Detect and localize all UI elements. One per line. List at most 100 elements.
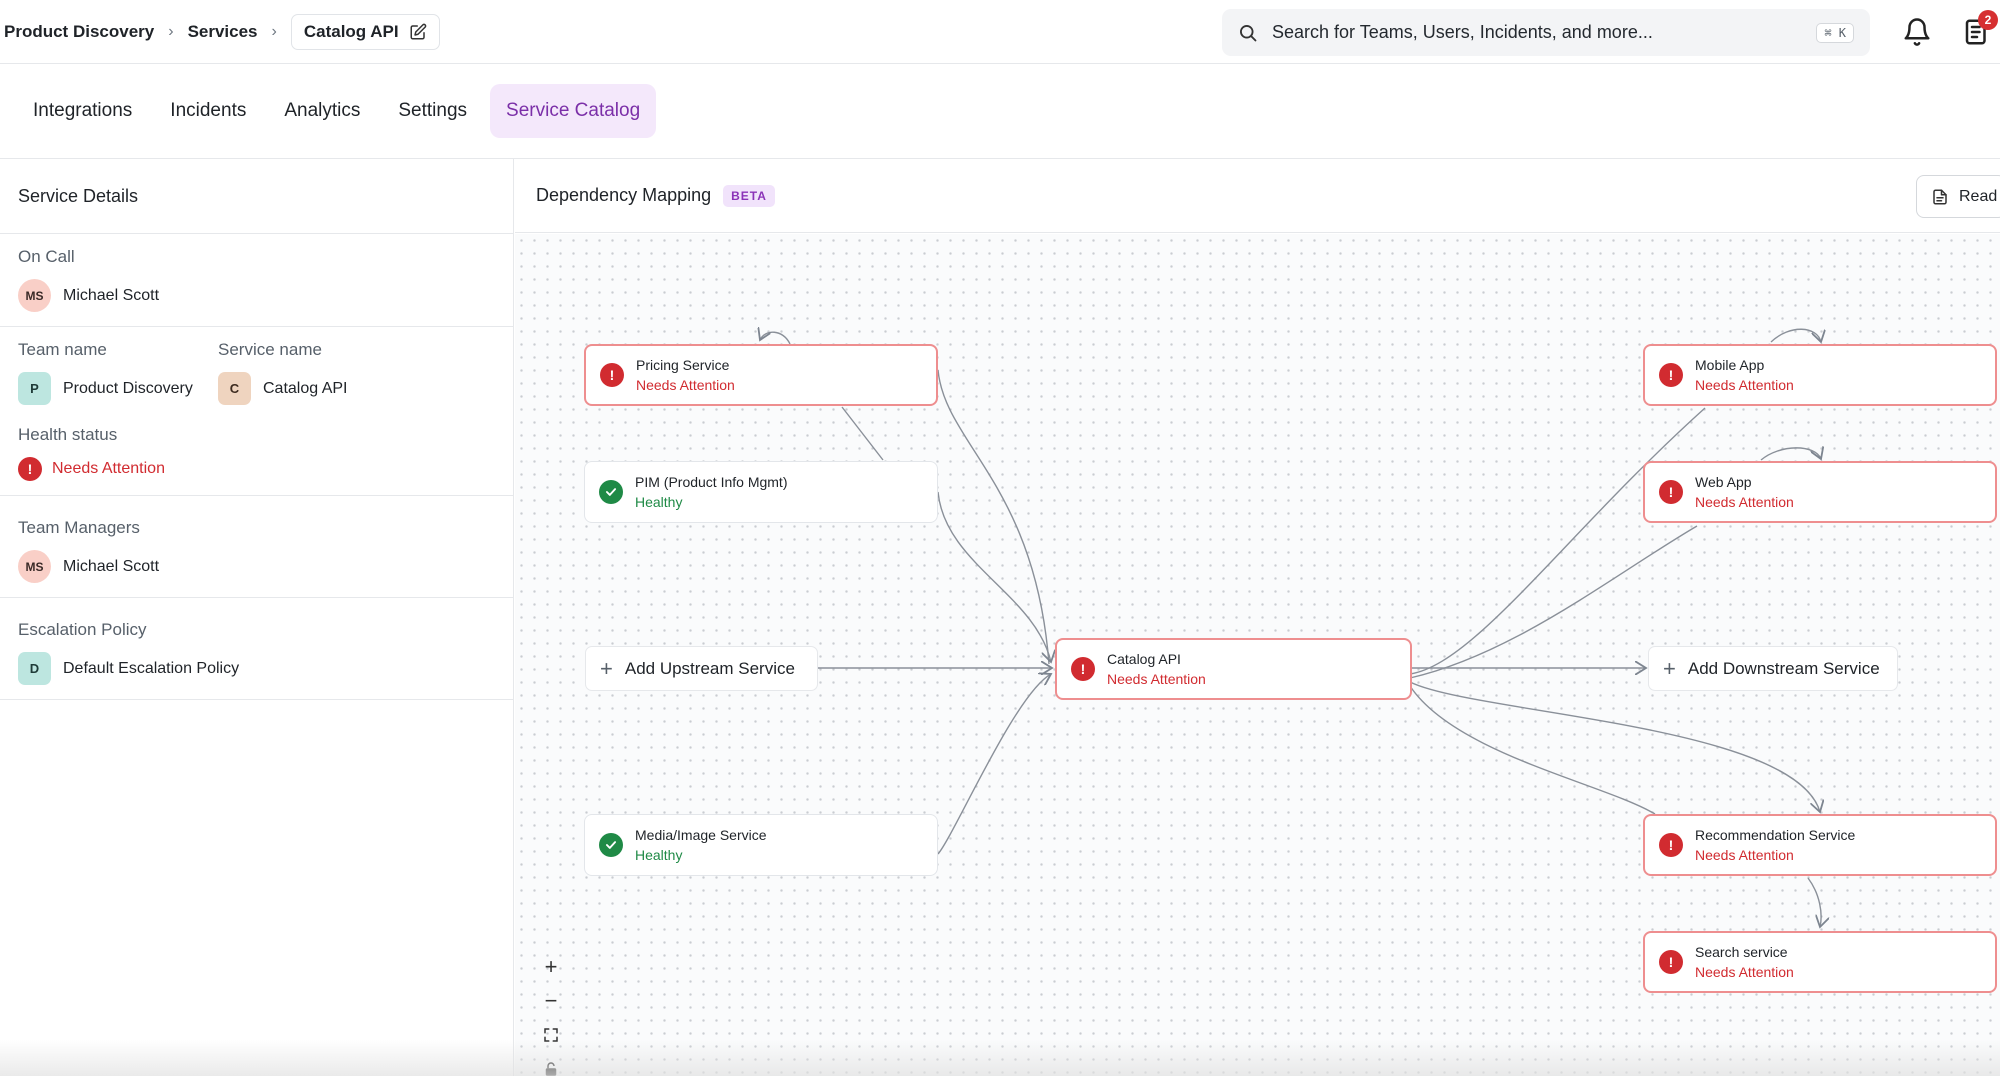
node-pim-service[interactable]: PIM (Product Info Mgmt) Healthy (584, 461, 938, 523)
plus-icon: + (1663, 655, 1676, 681)
breadcrumb-current[interactable]: Catalog API (290, 14, 440, 50)
team-name-label: Team name (18, 340, 107, 359)
lock-button[interactable] (535, 1054, 567, 1076)
node-pricing-service[interactable]: ! Pricing Service Needs Attention (584, 344, 938, 406)
edge-web-loop (1760, 448, 1821, 460)
health-status-label: Health status (18, 425, 118, 444)
edge-recommendation-search (1807, 877, 1821, 927)
alert-icon: ! (1659, 363, 1683, 387)
panel-title: Service Details (0, 159, 513, 234)
alert-icon: ! (1659, 950, 1683, 974)
node-web-app[interactable]: ! Web App Needs Attention (1643, 461, 1997, 523)
manager-name[interactable]: Michael Scott (63, 557, 160, 575)
add-upstream-label: Add Upstream Service (624, 658, 795, 678)
node-status: Needs Attention (1107, 671, 1206, 687)
edge-pim-catalog (937, 491, 1051, 662)
tab-integrations[interactable]: Integrations (33, 100, 133, 121)
zoom-in-button[interactable]: + (544, 954, 558, 979)
lock-icon (545, 1062, 557, 1076)
search-input[interactable] (1272, 22, 1817, 43)
node-search-service[interactable]: ! Search service Needs Attention (1643, 931, 1997, 993)
add-downstream-service-button[interactable]: + Add Downstream Service (1648, 646, 1898, 691)
node-title: PIM (Product Info Mgmt) (635, 474, 788, 490)
breadcrumb-item-services[interactable]: Services (187, 22, 258, 41)
read-button[interactable]: Read (1916, 175, 2000, 218)
edge-catalog-mobile (1409, 407, 1706, 675)
service-name-label: Service name (218, 340, 322, 359)
read-button-label: Read (1959, 187, 1998, 205)
breadcrumb: Product Discovery › Services › Catalog A… (4, 0, 440, 64)
service-name: Catalog API (263, 379, 348, 397)
node-title: Mobile App (1695, 357, 1765, 373)
fit-view-icon (544, 1028, 558, 1042)
search-bar[interactable]: ⌘ K (1222, 9, 1870, 56)
edge-media-catalog (937, 674, 1051, 855)
escalation-policy-name[interactable]: Default Escalation Policy (63, 659, 240, 677)
document-icon (1933, 189, 1947, 204)
add-upstream-service-button[interactable]: + Add Upstream Service (585, 646, 818, 691)
node-status: Needs Attention (1695, 494, 1794, 510)
node-catalog-api[interactable]: ! Catalog API Needs Attention (1055, 638, 1412, 700)
service-details-panel: Service Details On Call MS Michael Scott… (0, 159, 514, 1076)
dependency-mapping-header: Dependency Mapping BETA (515, 159, 2000, 233)
notification-badge: 2 (1978, 10, 1998, 30)
fit-view-button[interactable] (535, 1020, 567, 1050)
edit-icon[interactable] (409, 23, 427, 41)
alert-icon: ! (18, 457, 42, 481)
avatar: MS (18, 279, 51, 312)
team-managers-label: Team Managers (18, 518, 140, 537)
node-title: Search service (1695, 944, 1788, 960)
node-status: Needs Attention (636, 377, 735, 393)
node-media-service[interactable]: Media/Image Service Healthy (584, 814, 938, 876)
chevron-right-icon: › (271, 23, 277, 40)
escalation-label: Escalation Policy (18, 620, 147, 639)
node-status: Needs Attention (1695, 964, 1794, 980)
alert-icon: ! (1659, 833, 1683, 857)
node-title: Web App (1695, 474, 1752, 490)
alert-icon: ! (1659, 480, 1683, 504)
on-call-label: On Call (18, 247, 75, 266)
node-status: Needs Attention (1695, 377, 1794, 393)
breadcrumb-current-label: Catalog API (303, 22, 399, 41)
node-status: Healthy (635, 847, 683, 863)
tab-service-catalog[interactable]: Service Catalog (490, 84, 657, 138)
beta-badge: BETA (723, 184, 775, 207)
edge-catalog-recommendation-2 (1409, 685, 1656, 815)
zoom-out-button[interactable]: − (544, 988, 558, 1013)
team-name[interactable]: Product Discovery (63, 379, 193, 397)
edge-pricing-catalog (937, 369, 1050, 665)
notes-icon[interactable] (1962, 17, 1992, 47)
team-managers-section: Team Managers MS Michael Scott (0, 496, 513, 598)
dependency-canvas[interactable]: ! Pricing Service Needs Attention PIM (P… (515, 234, 2000, 1076)
escalation-section: Escalation Policy D Default Escalation P… (0, 598, 513, 700)
alert-icon: ! (1071, 657, 1095, 681)
tab-bar: Integrations Incidents Analytics Setting… (0, 64, 2000, 159)
team-avatar: P (18, 372, 51, 405)
tab-analytics[interactable]: Analytics (284, 100, 361, 121)
plus-icon: + (600, 655, 613, 681)
on-call-section: On Call MS Michael Scott (0, 234, 513, 327)
on-call-name[interactable]: Michael Scott (63, 286, 160, 304)
node-title: Media/Image Service (635, 827, 767, 843)
edge-pricing-pim (841, 406, 884, 461)
node-recommendation-service[interactable]: ! Recommendation Service Needs Attention (1643, 814, 1997, 876)
edge-pricing-loop (760, 332, 791, 345)
node-title: Pricing Service (636, 357, 730, 373)
chevron-right-icon: › (168, 23, 174, 40)
team-service-section: Team name P Product Discovery Service na… (0, 327, 513, 496)
health-status-value: Needs Attention (52, 460, 165, 477)
tab-settings[interactable]: Settings (398, 100, 468, 121)
edge-catalog-recommendation (1409, 681, 1820, 812)
zoom-controls: + − (535, 952, 569, 1076)
dependency-mapping-title: Dependency Mapping (536, 185, 712, 205)
top-bar: Product Discovery › Services › Catalog A… (0, 0, 2000, 64)
check-icon (599, 833, 623, 857)
node-mobile-app[interactable]: ! Mobile App Needs Attention (1643, 344, 1997, 406)
search-icon (1240, 24, 1257, 41)
node-status: Healthy (635, 494, 683, 510)
node-status: Needs Attention (1695, 847, 1794, 863)
tab-incidents[interactable]: Incidents (170, 100, 247, 121)
bell-icon[interactable] (1902, 17, 1932, 47)
breadcrumb-item-team[interactable]: Product Discovery (4, 22, 155, 41)
node-title: Recommendation Service (1695, 827, 1856, 843)
